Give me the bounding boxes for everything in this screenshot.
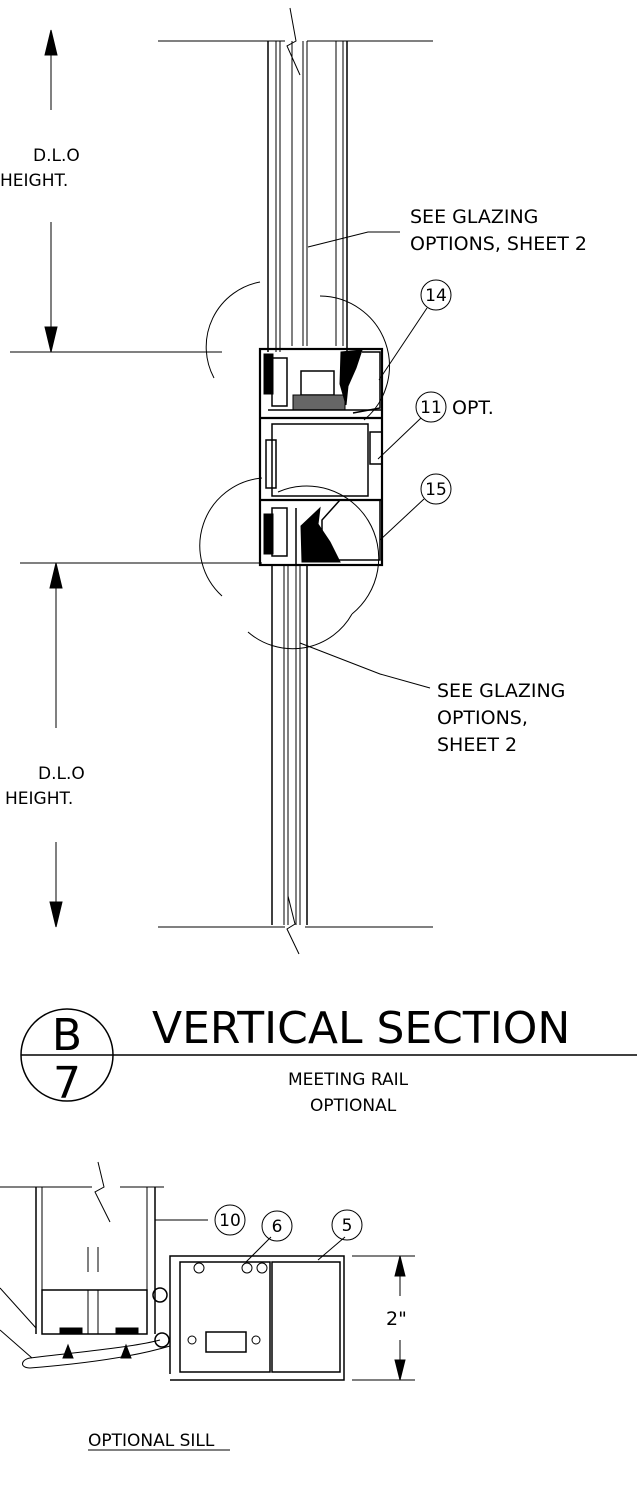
sill-caption: OPTIONAL SILL bbox=[88, 1431, 230, 1451]
top-dlo-dimension: D.L.O HEIGHT. bbox=[0, 29, 222, 353]
tag-11: 11 OPT. bbox=[377, 391, 494, 460]
section-title-block: B 7 VERTICAL SECTION MEETING RAIL OPTION… bbox=[20, 1003, 637, 1116]
bottom-reference-line bbox=[158, 895, 433, 955]
sheet-number: 7 bbox=[53, 1058, 81, 1109]
lower-glazing-note: SEE GLAZING OPTIONS, SHEET 2 bbox=[299, 642, 565, 756]
tag-15: 15 bbox=[379, 473, 452, 541]
tag-11-label: 11 bbox=[420, 398, 442, 418]
lower-glass-unit bbox=[271, 565, 308, 925]
section-title: VERTICAL SECTION bbox=[152, 1003, 570, 1054]
lower-glazing-note-2: OPTIONS, bbox=[437, 707, 528, 729]
lower-dlo-label-1: D.L.O bbox=[38, 764, 85, 784]
sill-caption-text: OPTIONAL SILL bbox=[88, 1431, 215, 1451]
tag-10: 10 bbox=[214, 1204, 246, 1236]
top-dlo-label-1: D.L.O bbox=[33, 146, 80, 166]
lower-dlo-label-2: HEIGHT. bbox=[5, 789, 73, 809]
lower-dlo-dimension: D.L.O HEIGHT. bbox=[5, 562, 262, 928]
detail-letter: B bbox=[52, 1010, 82, 1061]
tag-14: 14 bbox=[378, 279, 452, 381]
tag-14-label: 14 bbox=[425, 286, 447, 306]
top-dlo-label-2: HEIGHT. bbox=[0, 171, 68, 191]
tag-10-label: 10 bbox=[219, 1211, 241, 1231]
tag-6-label: 6 bbox=[272, 1217, 283, 1237]
section-subtitle-2: OPTIONAL bbox=[310, 1096, 397, 1116]
tag-5: 5 bbox=[331, 1209, 363, 1241]
tag-11-suffix: OPT. bbox=[452, 397, 494, 419]
upper-glazing-note-2: OPTIONS, SHEET 2 bbox=[410, 233, 587, 255]
meeting-rail-assembly bbox=[199, 281, 390, 650]
lower-glazing-note-3: SHEET 2 bbox=[437, 734, 517, 756]
tag-5-label: 5 bbox=[342, 1216, 353, 1236]
sill-assembly bbox=[0, 1161, 346, 1381]
upper-glass-unit bbox=[267, 41, 348, 352]
lower-glazing-note-1: SEE GLAZING bbox=[437, 680, 565, 702]
sill-height-dimension: 2" bbox=[352, 1255, 415, 1381]
upper-glazing-note: SEE GLAZING OPTIONS, SHEET 2 bbox=[307, 206, 587, 255]
sill-dimension-label: 2" bbox=[386, 1308, 407, 1330]
section-subtitle-1: MEETING RAIL bbox=[288, 1070, 409, 1090]
tag-15-label: 15 bbox=[425, 480, 447, 500]
top-reference-line bbox=[158, 7, 433, 76]
upper-glazing-note-1: SEE GLAZING bbox=[410, 206, 538, 228]
tag-6: 6 bbox=[261, 1210, 293, 1242]
